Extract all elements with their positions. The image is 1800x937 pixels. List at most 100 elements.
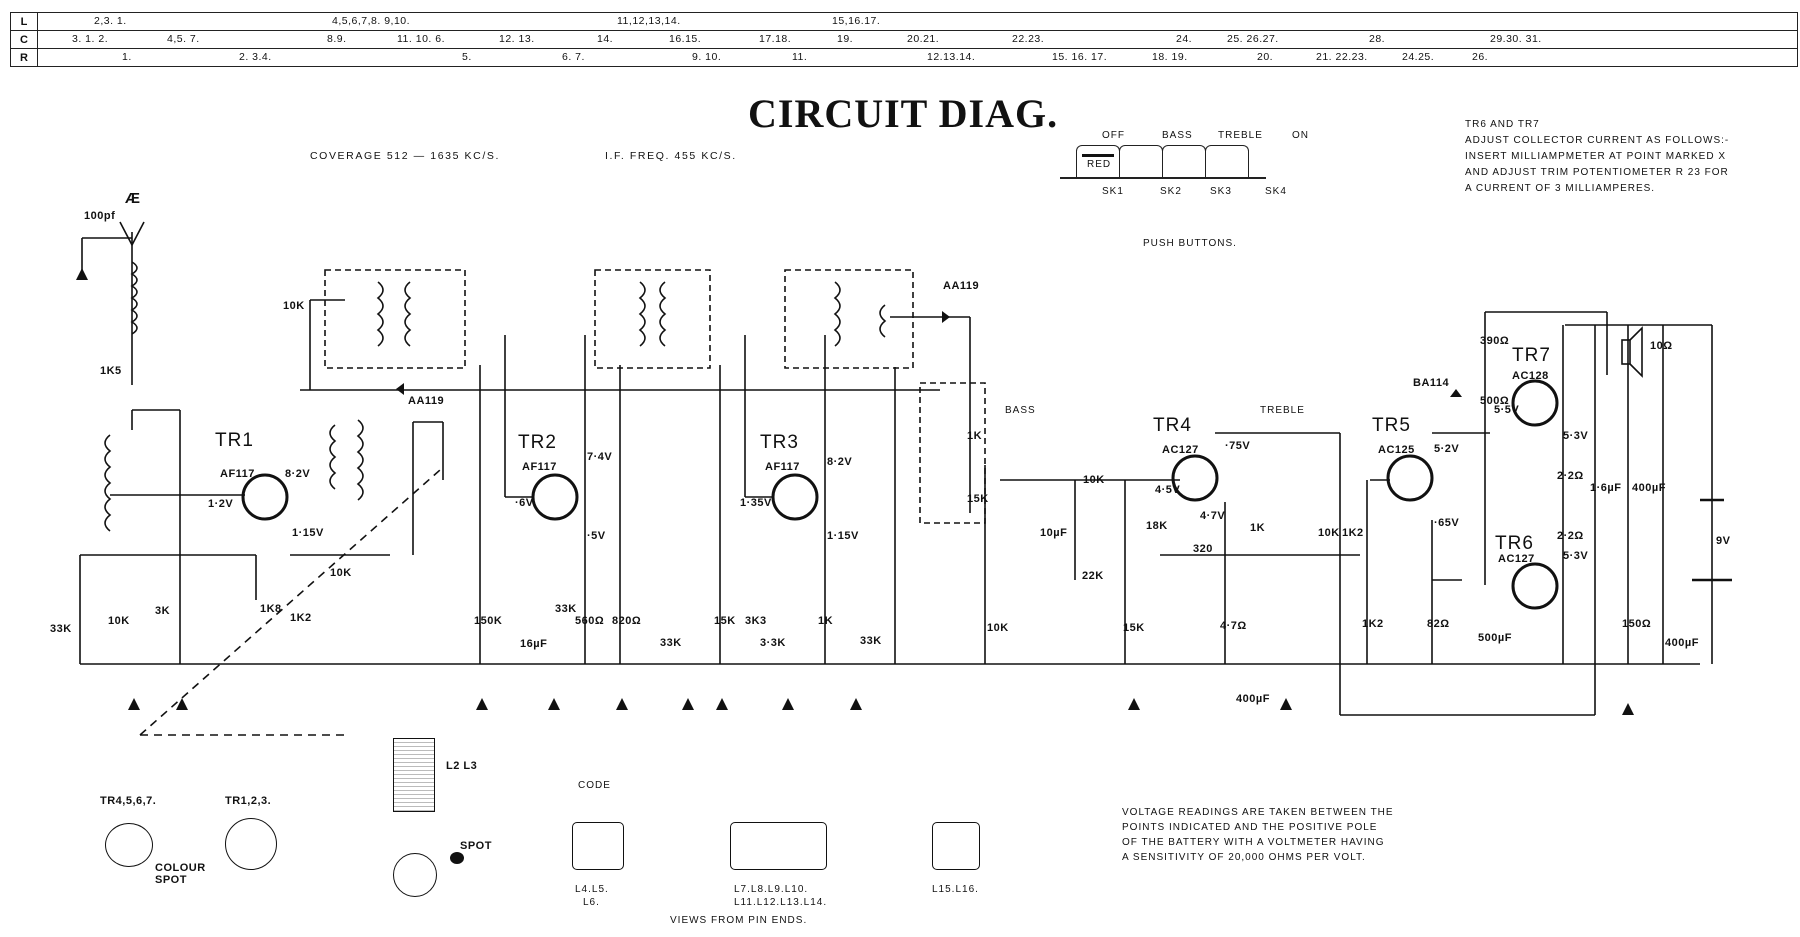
ref-entry: 12.13.14. (927, 51, 976, 63)
bass-section-label: BASS (1005, 405, 1036, 416)
TR2-collector-voltage: 7·4V (587, 451, 613, 463)
ref-entry: 9. 10. (692, 51, 722, 63)
R10-value: 3K3 (745, 615, 767, 627)
R3-value: 1K2 (290, 612, 312, 624)
TR1-collector-voltage: 8·2V (285, 468, 311, 480)
ground-icon (850, 698, 862, 710)
spot-icon (450, 852, 464, 864)
ref-entry: 24.25. (1402, 51, 1435, 63)
R6-value: 560Ω (575, 615, 605, 627)
TR6-emitter-voltage: 5·3V (1563, 550, 1589, 562)
ref-entry: 2,3. 1. (94, 15, 127, 27)
ground-icon (716, 698, 728, 710)
TR3-type: AF117 (765, 461, 800, 473)
button-baseline (1060, 177, 1266, 179)
note-line: VOLTAGE READINGS ARE TAKEN BETWEEN THE (1122, 807, 1394, 818)
TR7-type: AC128 (1512, 370, 1549, 382)
note-line: A CURRENT OF 3 MILLIAMPERES. (1465, 183, 1656, 194)
can-caption: L6. (583, 897, 600, 908)
R16-value: 15K (1123, 622, 1145, 634)
TR1-base-voltage: 1·2V (208, 498, 234, 510)
C22-value: 10µF (1040, 527, 1068, 539)
C29-value: 1·6µF (1590, 482, 1622, 494)
TR4-collector-voltage: ·75V (1225, 440, 1251, 452)
transistor-TR2-icon (531, 473, 579, 521)
R7-value: 820Ω (612, 615, 642, 627)
coil-L17-icon (879, 304, 887, 338)
push-button-sk4 (1205, 145, 1249, 177)
TR5-type: AC125 (1378, 444, 1415, 456)
C28-value: 500µF (1478, 632, 1512, 644)
coil-L2-L3-icon (104, 434, 112, 532)
TR7-base-voltage: 5·5V (1494, 404, 1520, 416)
note-line: INSERT MILLIAMPMETER AT POINT MARKED X (1465, 151, 1727, 162)
TR5-collector-voltage: 5·2V (1434, 443, 1460, 455)
ground-icon (128, 698, 140, 710)
ground-icon (76, 268, 88, 280)
transistor-TR7-icon (1511, 379, 1559, 427)
ref-entry: 21. 22.23. (1316, 51, 1368, 63)
ref-entry: 11. 10. 6. (397, 33, 446, 45)
ref-entry: 4,5,6,7,8. 9,10. (332, 15, 411, 27)
push-buttons-caption: PUSH BUTTONS. (1143, 238, 1237, 249)
can-caption: L4.L5. (575, 884, 609, 895)
ref-entry: 26. (1472, 51, 1489, 63)
R9-value: 15K (714, 615, 736, 627)
if-can-1 (324, 269, 466, 369)
TR7-emitter-voltage: 5·3V (1563, 430, 1589, 442)
TR5-ref: TR5 (1372, 415, 1411, 436)
pinout-title: TR4,5,6,7. (100, 795, 157, 807)
can-caption: L11.L12.L13.L14. (734, 897, 828, 908)
button-bottom-label: SK1 (1102, 186, 1124, 197)
R11-value: 1K (818, 615, 834, 627)
coil-L13-L14-icon (659, 281, 667, 347)
ground-symbols (76, 268, 1634, 715)
TR2-base-voltage: ·6V (515, 497, 534, 509)
TR3-base-voltage: 1·35V (740, 497, 772, 509)
ref-entry: 25. 26.27. (1227, 33, 1279, 45)
coil-L9-L10-icon (404, 281, 412, 347)
R26-value: 150Ω (1622, 618, 1652, 630)
R1-value: 10K (108, 615, 130, 627)
TR1-ref: TR1 (215, 430, 254, 451)
can-pinout-L15-L16 (932, 822, 980, 870)
note-line: OF THE BATTERY WITH A VOLTMETER HAVING (1122, 837, 1385, 848)
ground-icon (782, 698, 794, 710)
pinout-footer: VIEWS FROM PIN ENDS. (670, 915, 808, 926)
R18-value: 4·7Ω (1220, 620, 1247, 632)
transistor-TR5-icon (1386, 454, 1434, 502)
ref-entry: 12. 13. (499, 33, 535, 45)
TR5-emitter-voltage: ·65V (1434, 517, 1460, 529)
ref-entry: 3. 1. 2. (72, 33, 109, 45)
R17-value: 18K (1146, 520, 1168, 532)
antenna-icon (119, 221, 145, 247)
C19-value: 33K (860, 635, 882, 647)
C27-value: 1K2 (1342, 527, 1364, 539)
coil-L1-icon (130, 261, 138, 335)
C13-value: 33K (555, 603, 577, 615)
ref-entry: 29.30. 31. (1490, 33, 1542, 45)
coil-L4-icon (329, 424, 337, 490)
ref-entry: 11. (792, 51, 808, 63)
C30-value: 400µF (1632, 482, 1666, 494)
R13-value: 15K (967, 493, 989, 505)
transistor-pinout-a (105, 823, 153, 867)
C16-value: 33K (660, 637, 682, 649)
ref-row-cells: 3. 1. 2.4,5. 7.8.9.11. 10. 6.12. 13.14.1… (37, 30, 1798, 49)
coil-L11-L12-icon (638, 281, 646, 347)
R21-value: 82Ω (1427, 618, 1450, 630)
ground-icon (476, 698, 488, 710)
C4-value: 3K (155, 605, 171, 617)
C24-value: 320 (1193, 543, 1213, 555)
button-top-label: TREBLE (1218, 130, 1263, 141)
R14-value: 10K (987, 622, 1009, 634)
R24-value: 2·2Ω (1557, 470, 1584, 482)
C12-value: 16µF (520, 638, 548, 650)
R22-value: 390Ω (1480, 335, 1510, 347)
ref-entry: 15,16.17. (832, 15, 881, 27)
C25-value: 400µF (1236, 693, 1270, 705)
R23-value: 500Ω (1480, 395, 1510, 407)
TR4-emitter-voltage: 4·7V (1200, 510, 1226, 522)
C2-value: 1K5 (100, 365, 122, 377)
